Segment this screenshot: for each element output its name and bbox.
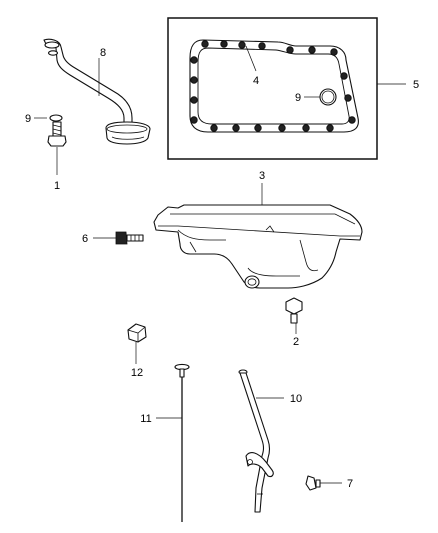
gasket-bolt-hole (238, 41, 246, 49)
callout-8: 8 (100, 47, 106, 59)
gasket-bolt-hole (232, 124, 240, 132)
gasket-bolt-hole (210, 124, 218, 132)
gasket-bolt-hole (190, 116, 198, 124)
gasket-bolt-hole (302, 124, 310, 132)
callout-4: 4 (253, 75, 259, 87)
callout-2: 2 (293, 336, 299, 348)
callout-5: 5 (413, 79, 419, 91)
dipstick (174, 363, 190, 522)
gasket-bolt-hole (326, 124, 334, 132)
o-ring-left (49, 114, 63, 122)
callout-9-left: 9 (25, 113, 31, 125)
gasket-bolt-hole (340, 72, 348, 80)
o-ring-boxed (319, 88, 337, 106)
bolt-part-7 (305, 475, 321, 491)
oil-pickup-tube (43, 38, 151, 145)
gasket-bolt-hole (190, 96, 198, 104)
callout-10: 10 (290, 393, 302, 405)
leader-lines (34, 45, 406, 484)
gasket-bolt-hole (220, 40, 228, 48)
callout-12: 12 (131, 367, 143, 379)
gasket-bolt-hole (286, 46, 294, 54)
gasket-kit-frame (167, 17, 378, 160)
gasket-bolt-hole (190, 56, 198, 64)
callout-7: 7 (347, 478, 353, 490)
gasket-bolt-hole (258, 42, 266, 50)
gasket-bolt-hole (344, 94, 352, 102)
gasket-bolt-hole (348, 116, 356, 124)
callout-9-boxed: 9 (295, 92, 301, 104)
bolt-part-1 (47, 121, 67, 147)
gasket-bolt-hole (254, 124, 262, 132)
gasket-bolt-hole (308, 46, 316, 54)
oil-pan (153, 204, 363, 289)
callout-3: 3 (259, 170, 265, 182)
callout-6: 6 (82, 233, 88, 245)
gasket-bolt-holes (190, 40, 356, 132)
nut-part-12 (127, 323, 147, 343)
oil-pan-gasket (189, 39, 359, 133)
dipstick-tube (238, 369, 274, 513)
bolt-part-6 (115, 231, 144, 245)
callout-11: 11 (140, 413, 151, 425)
callout-1: 1 (54, 180, 60, 192)
drain-plug (285, 297, 303, 324)
gasket-bolt-hole (190, 76, 198, 84)
gasket-bolt-hole (201, 40, 209, 48)
gasket-bolt-hole (278, 124, 286, 132)
gasket-bolt-hole (330, 48, 338, 56)
